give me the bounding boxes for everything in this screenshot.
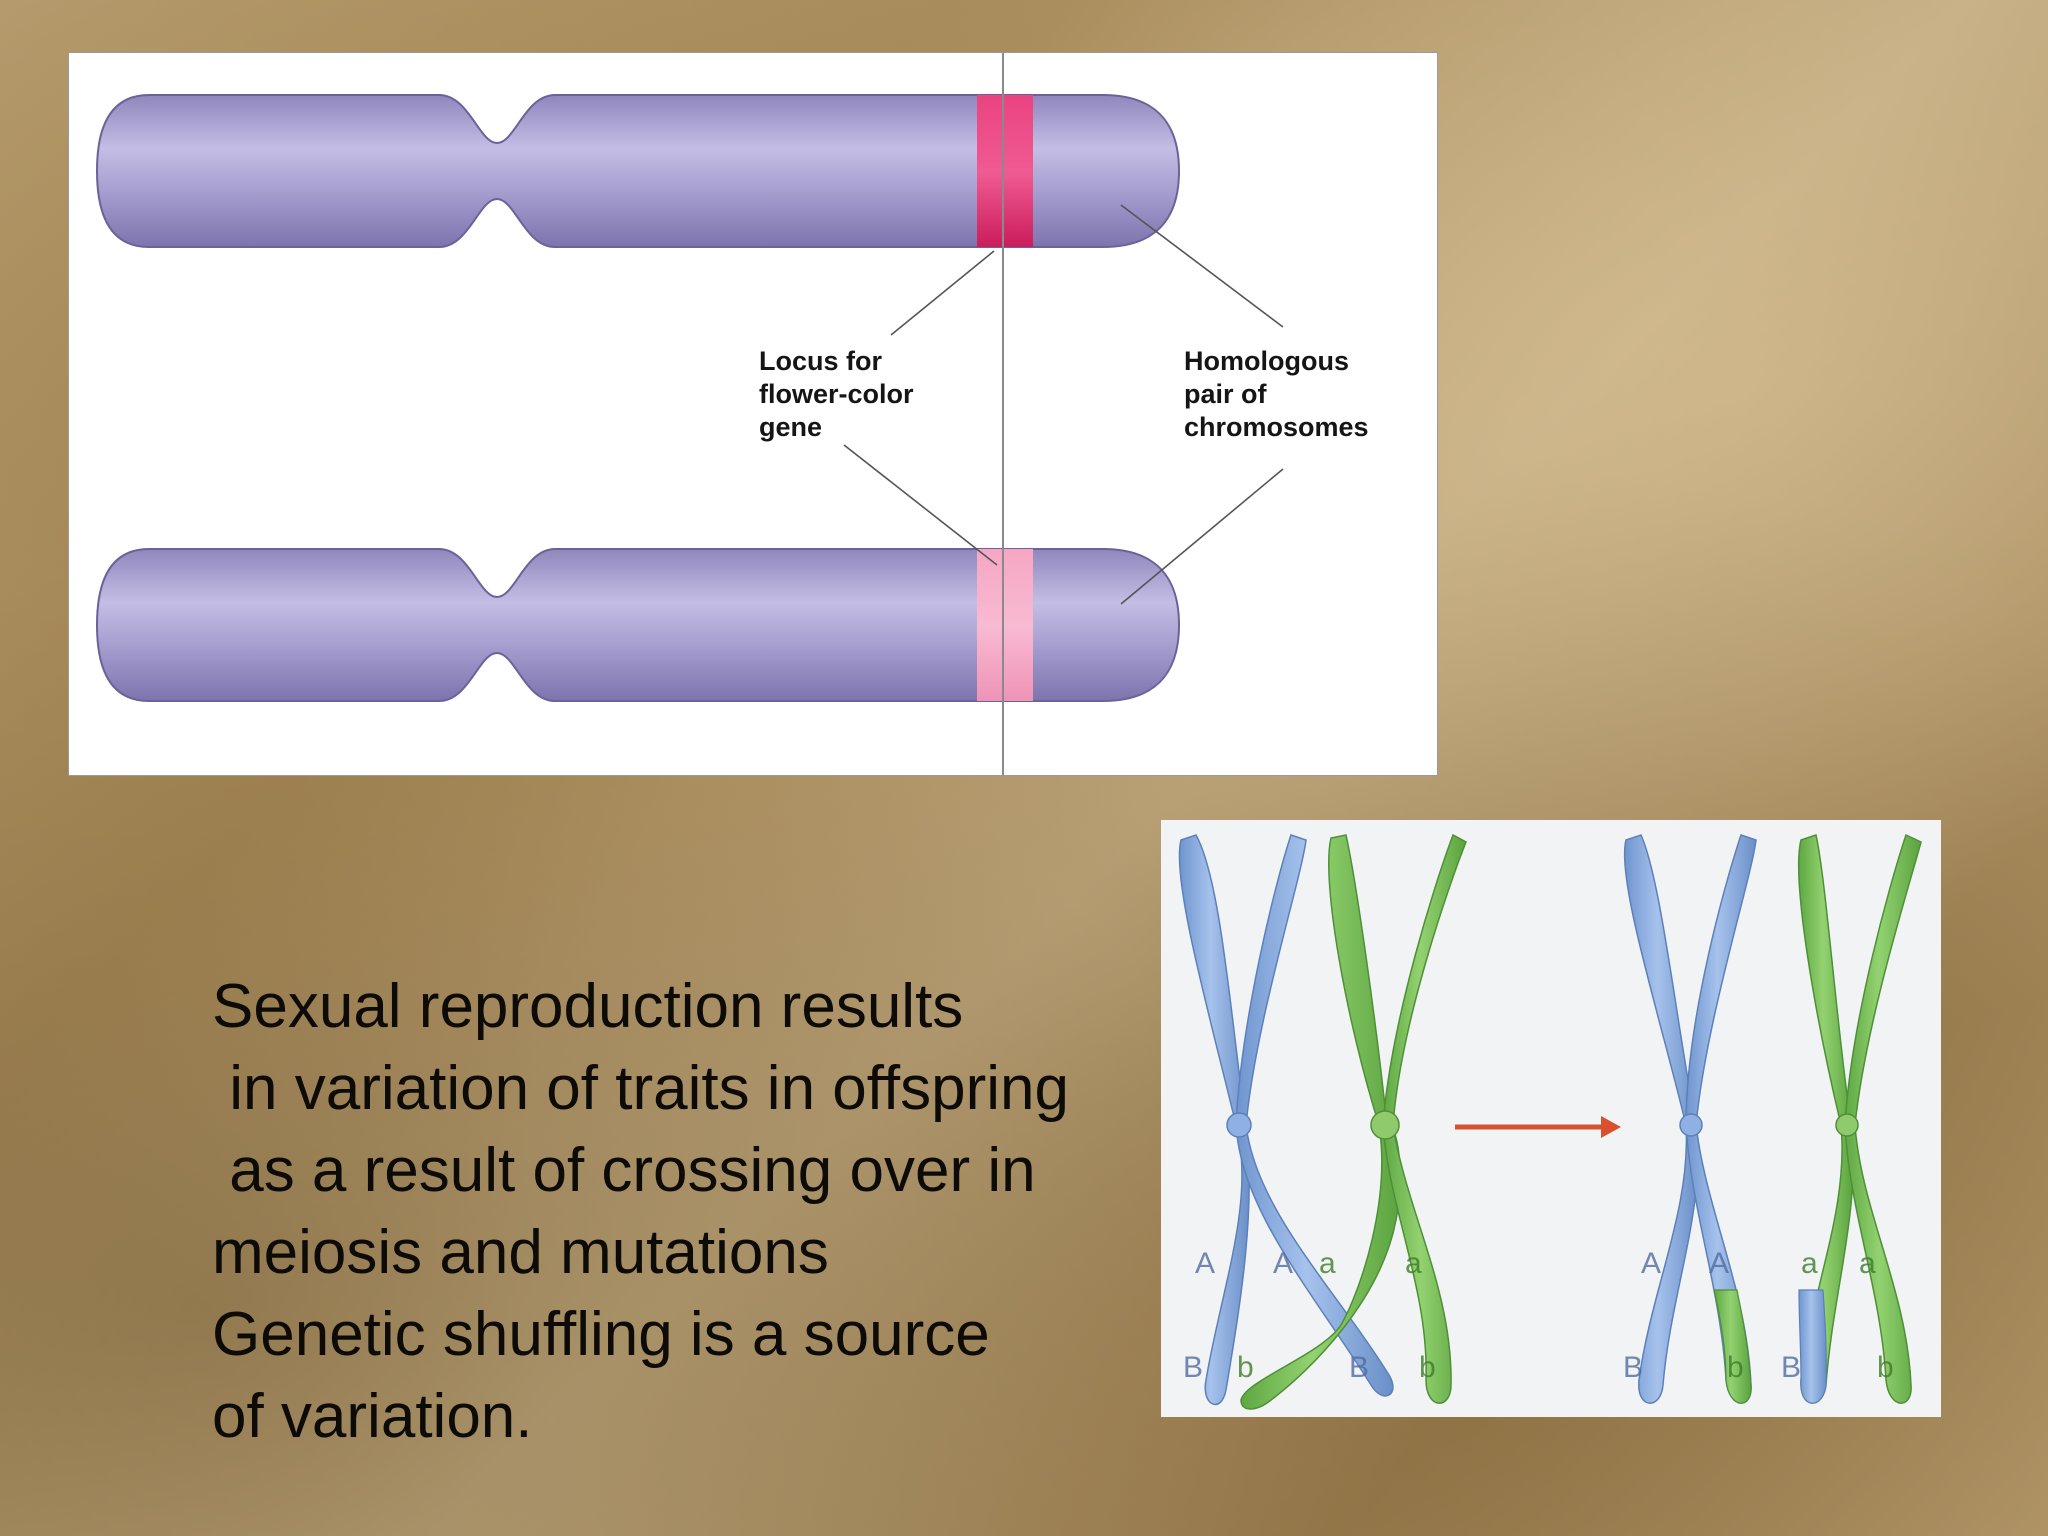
chromosome-pair-svg xyxy=(95,53,1284,775)
allele-letter: a xyxy=(1801,1247,1818,1280)
allele-letter: a xyxy=(1405,1247,1422,1280)
body-text-line: of variation. xyxy=(212,1382,533,1451)
locus-leader-top xyxy=(890,250,995,336)
allele-letter: b xyxy=(1237,1351,1254,1384)
allele-letter: B xyxy=(1349,1351,1369,1384)
body-text-line: in variation of traits in offspring xyxy=(212,1054,1069,1123)
locus-band-top xyxy=(977,95,1033,247)
locus-leader-bottom xyxy=(843,444,998,566)
homologous-label-line-2: pair of xyxy=(1184,379,1267,409)
locus-band-bottom xyxy=(977,549,1033,701)
locus-label-line-1: Locus for xyxy=(759,346,883,376)
crossing-over-diagram: A A B B A A B B a a b b a a b b xyxy=(1161,820,1941,1417)
allele-letter: A xyxy=(1195,1247,1215,1280)
after-blue-chromosome xyxy=(1623,834,1757,1404)
allele-letter: B xyxy=(1781,1351,1801,1384)
allele-letter: B xyxy=(1623,1351,1643,1384)
crossing-over-svg: A A B B A A B B a a b b a a b b xyxy=(1178,833,1922,1410)
allele-letter: b xyxy=(1877,1351,1894,1384)
slide-body-text: Sexual reproduction results in variation… xyxy=(212,966,1172,1458)
chromosome-top xyxy=(95,94,1181,248)
allele-letter: b xyxy=(1727,1351,1744,1384)
leader-lines xyxy=(843,204,1284,605)
locus-label-line-3: gene xyxy=(759,412,823,442)
allele-letter: A xyxy=(1273,1247,1293,1280)
allele-letter: A xyxy=(1641,1247,1661,1280)
homologous-leader-top xyxy=(1120,204,1284,328)
before-green-chromosome xyxy=(1240,833,1467,1410)
homologous-label-line-1: Homologous xyxy=(1184,346,1349,376)
homologous-label-line-3: chromosomes xyxy=(1184,412,1369,442)
homologous-label: Homologous pair of chromosomes xyxy=(1184,345,1369,444)
body-text-line: as a result of crossing over in xyxy=(212,1136,1036,1205)
allele-letters: A A B B A A B B xyxy=(1183,1247,1801,1384)
homologous-leader-bottom xyxy=(1120,468,1284,605)
allele-letter: b xyxy=(1419,1351,1436,1384)
allele-letters-green: a a b b a a b b xyxy=(1237,1247,1894,1384)
allele-letter: a xyxy=(1319,1247,1336,1280)
body-text-line: meiosis and mutations xyxy=(212,1218,829,1287)
before-blue-chromosome xyxy=(1178,834,1394,1406)
allele-letter: a xyxy=(1859,1247,1876,1280)
body-text-line: Sexual reproduction results xyxy=(212,972,964,1041)
transition-arrow-icon xyxy=(1455,1116,1621,1138)
allele-letter: A xyxy=(1709,1247,1729,1280)
allele-letter: B xyxy=(1183,1351,1203,1384)
locus-label: Locus for flower-color gene xyxy=(759,345,914,444)
chromosome-pair-diagram: Locus for flower-color gene Homologous p… xyxy=(68,52,1438,776)
body-text-line: Genetic shuffling is a source xyxy=(212,1300,990,1369)
locus-label-line-2: flower-color xyxy=(759,379,914,409)
chromosome-bottom xyxy=(95,548,1181,702)
after-green-chromosome xyxy=(1798,833,1922,1404)
